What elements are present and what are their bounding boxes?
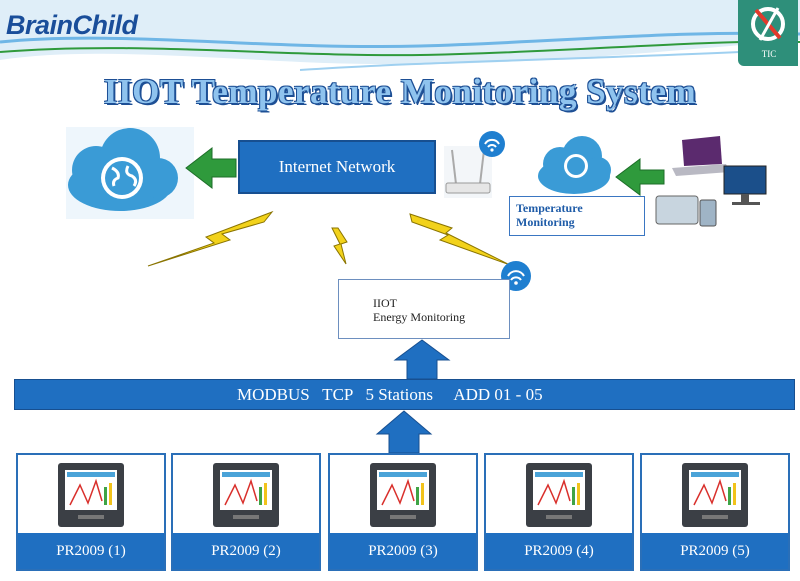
router-icon <box>444 146 492 198</box>
lightning-icon-left <box>147 210 274 267</box>
recorder-device-icon <box>370 463 436 527</box>
recorder-device-icon <box>213 463 279 527</box>
brainchild-logo: BrainChild <box>6 10 138 40</box>
modbus-tcp-bar: MODBUS TCP 5 Stations ADD 01 - 05 <box>14 379 795 410</box>
iiot-line-2: Energy Monitoring <box>373 310 466 324</box>
tic-badge-text: TIC <box>761 49 777 59</box>
lightning-icon-right <box>409 213 511 266</box>
arrow-left-icon-right <box>615 158 665 196</box>
header-wave-decoration <box>0 0 800 71</box>
desktop-monitor-icon <box>723 165 767 205</box>
station-label: PR2009 (5) <box>642 533 788 569</box>
lightning-icon-center <box>331 227 348 265</box>
laptop-icon <box>672 136 730 176</box>
cloud-globe-icon-left <box>66 127 194 219</box>
station-label: PR2009 (1) <box>18 533 164 569</box>
arrow-left-icon <box>185 146 237 190</box>
recorder-device-icon <box>526 463 592 527</box>
recorder-device-icon <box>682 463 748 527</box>
iiot-energy-monitoring-box: IIOT Energy Monitoring <box>338 279 510 339</box>
arrow-up-icon-iiot <box>393 339 451 380</box>
station-card-3: PR2009 (3) <box>328 453 478 571</box>
station-card-2: PR2009 (2) <box>171 453 321 571</box>
station-card-4: PR2009 (4) <box>484 453 634 571</box>
tablet-phone-icon <box>655 195 717 227</box>
internet-network-box: Internet Network <box>238 140 436 194</box>
arrow-up-icon-stations <box>375 410 433 454</box>
station-card-1: PR2009 (1) <box>16 453 166 571</box>
cloud-globe-icon-right <box>538 136 611 194</box>
station-label: PR2009 (3) <box>330 533 476 569</box>
wifi-icon-router <box>479 131 505 157</box>
temperature-monitoring-box: Temperature Monitoring <box>509 196 645 236</box>
station-label: PR2009 (2) <box>173 533 319 569</box>
station-label: PR2009 (4) <box>486 533 632 569</box>
temperature-monitoring-line-2: Monitoring <box>516 215 575 229</box>
temperature-monitoring-line-1: Temperature <box>516 201 583 215</box>
tic-logo <box>738 0 798 66</box>
recorder-device-icon <box>58 463 124 527</box>
page-title: IIOT Temperature Monitoring System <box>103 72 697 111</box>
tic-swirl-icon <box>751 7 785 41</box>
station-card-5: PR2009 (5) <box>640 453 790 571</box>
iiot-line-1: IIOT <box>373 296 397 310</box>
